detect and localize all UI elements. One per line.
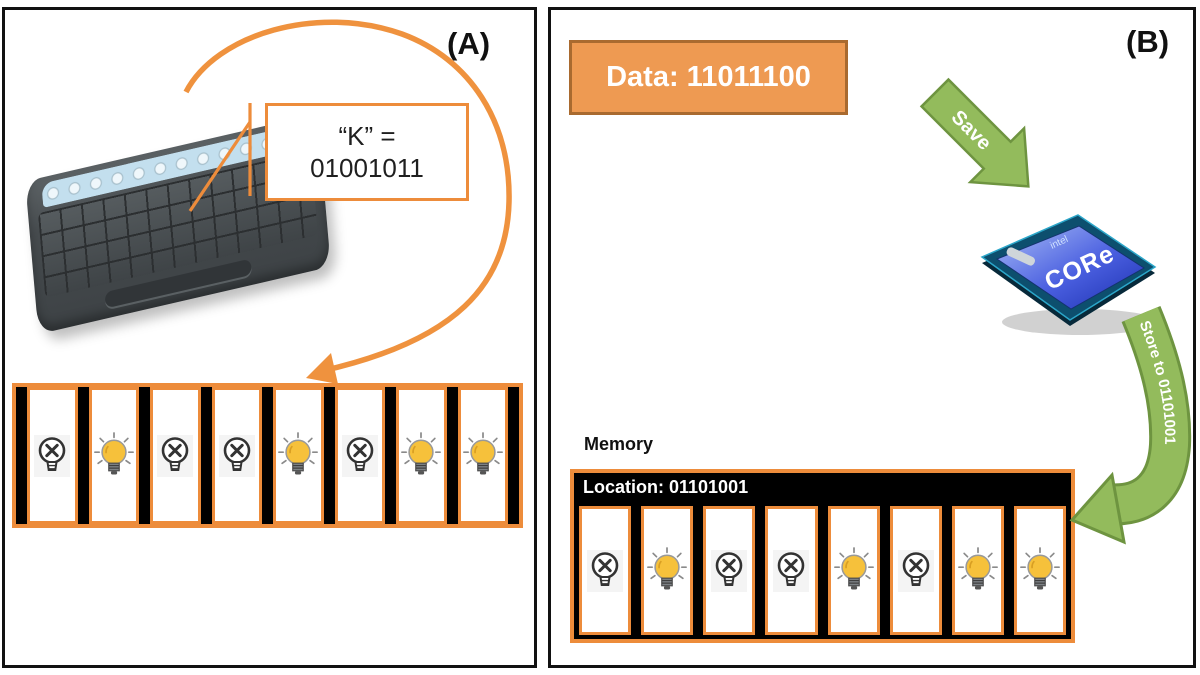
- lightbulb-on-icon: [93, 431, 134, 475]
- bit-cell-off: [27, 387, 78, 524]
- memory-label: Memory: [584, 434, 654, 454]
- bit-cell-on: [951, 506, 1004, 635]
- lightbulb-on-icon: [278, 431, 319, 475]
- data-value-label: Data: 11011100: [606, 61, 811, 93]
- panel-b-frame: [548, 7, 1196, 668]
- lightbulb-off-icon: [341, 434, 378, 477]
- data-value-box: Data: 11011100: [569, 40, 848, 115]
- memory-box: Location: 01101001: [570, 469, 1075, 643]
- lightbulb-on-icon: [647, 546, 688, 590]
- key-code-callout: “K” = 01001011: [265, 103, 469, 201]
- lightbulb-off-icon: [34, 434, 71, 477]
- bit-cell-off: [211, 387, 262, 524]
- bit-cell-on: [273, 387, 324, 524]
- bit-cell-off: [765, 506, 818, 635]
- bit-cell-off: [579, 506, 632, 635]
- bit-cell-off: [150, 387, 201, 524]
- panel-b-label: (B): [1126, 24, 1170, 59]
- bit-cell-off: [889, 506, 942, 635]
- memory-bit-row: [574, 506, 1071, 639]
- lightbulb-on-icon: [401, 431, 442, 475]
- bit-cell-on: [641, 506, 694, 635]
- bit-cell-on: [457, 387, 508, 524]
- bit-cell-on: [1013, 506, 1066, 635]
- bit-row: [12, 383, 523, 528]
- bit-cell-off: [703, 506, 756, 635]
- lightbulb-on-icon: [462, 431, 503, 475]
- bit-cell-on: [827, 506, 880, 635]
- bit-cell-on: [88, 387, 139, 524]
- lightbulb-off-icon: [157, 434, 194, 477]
- callout-line-2: 01001011: [310, 153, 424, 183]
- callout-line-1: “K” =: [338, 120, 396, 151]
- bit-cell-on: [396, 387, 447, 524]
- lightbulb-off-icon: [218, 434, 255, 477]
- memory-location-label: Location: 01101001: [583, 477, 749, 497]
- lightbulb-on-icon: [833, 546, 874, 590]
- lightbulb-off-icon: [897, 549, 934, 592]
- lightbulb-on-icon: [1019, 546, 1060, 590]
- lightbulb-on-icon: [957, 546, 998, 590]
- bit-cell-off: [334, 387, 385, 524]
- lightbulb-off-icon: [587, 549, 624, 592]
- panel-a-label: (A): [447, 26, 491, 61]
- lightbulb-off-icon: [773, 549, 810, 592]
- panel-a-frame: [2, 7, 537, 668]
- lightbulb-off-icon: [711, 549, 748, 592]
